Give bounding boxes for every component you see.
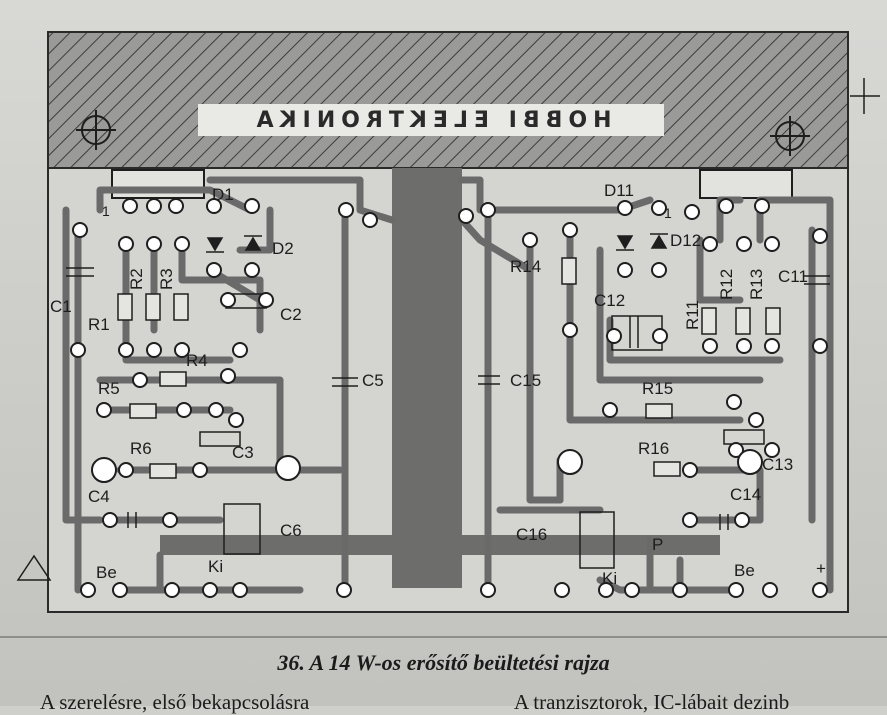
label-r14: R14 — [510, 257, 542, 276]
label-ki-left: Ki — [208, 557, 224, 576]
label-r4: R4 — [186, 351, 208, 370]
label-r3: R3 — [157, 268, 176, 290]
label-r5: R5 — [98, 379, 120, 398]
label-d1: D1 — [212, 185, 234, 204]
label-c15: C15 — [510, 371, 542, 390]
central-ground-bus — [392, 168, 462, 588]
label-c14: C14 — [730, 485, 762, 504]
label-c13: C13 — [762, 455, 794, 474]
body-text-right: A tranzisztorok, IC-lábait dezinb — [514, 690, 790, 714]
label-d2: D2 — [272, 239, 294, 258]
label-ki-right: Ki — [602, 569, 618, 588]
label-c11: C11 — [778, 267, 808, 286]
label-c5: C5 — [362, 371, 384, 390]
label-r16: R16 — [638, 439, 670, 458]
label-c16: C16 — [516, 525, 548, 544]
label-be-right: Be — [734, 561, 755, 580]
pcb-layout-drawing — [16, 31, 880, 613]
label-r2: R2 — [127, 268, 146, 290]
label-d12: D12 — [670, 231, 702, 250]
label-c1: C1 — [50, 297, 72, 316]
label-pin1-right: 1 — [664, 205, 672, 221]
label-c6: C6 — [280, 521, 302, 540]
label-c3: C3 — [232, 443, 254, 462]
label-d11: D11 — [604, 181, 634, 200]
label-r11: R11 — [683, 300, 702, 330]
mounting-hole-left — [76, 110, 116, 150]
registration-triangle-left — [16, 554, 52, 581]
label-be-left: Be — [96, 563, 117, 582]
label-plus-supply: + — [816, 559, 826, 578]
banner-title: HOBBI ELEKTRONIKA — [198, 104, 664, 136]
figure-caption: 36. A 14 W-os erősítő beültetési rajza — [277, 650, 610, 675]
label-pin1-left: 1 — [102, 203, 110, 219]
mounting-hole-right — [770, 116, 810, 156]
divider-line — [0, 636, 887, 638]
label-c2: C2 — [280, 305, 302, 324]
label-r15: R15 — [642, 379, 674, 398]
label-r13: R13 — [747, 268, 766, 300]
label-r1: R1 — [88, 315, 110, 334]
label-c12: C12 — [594, 291, 626, 310]
body-text-left: A szerelésre, első bekapcsolásra — [40, 690, 310, 714]
label-p: P — [652, 535, 664, 554]
label-r12: R12 — [717, 268, 736, 300]
label-r6: R6 — [130, 439, 152, 458]
ic-left-body — [111, 169, 205, 199]
heatsink-hatch-band — [47, 31, 849, 169]
label-c4: C4 — [88, 487, 110, 506]
registration-cross-right — [850, 78, 880, 114]
ic-right-body — [699, 169, 793, 199]
